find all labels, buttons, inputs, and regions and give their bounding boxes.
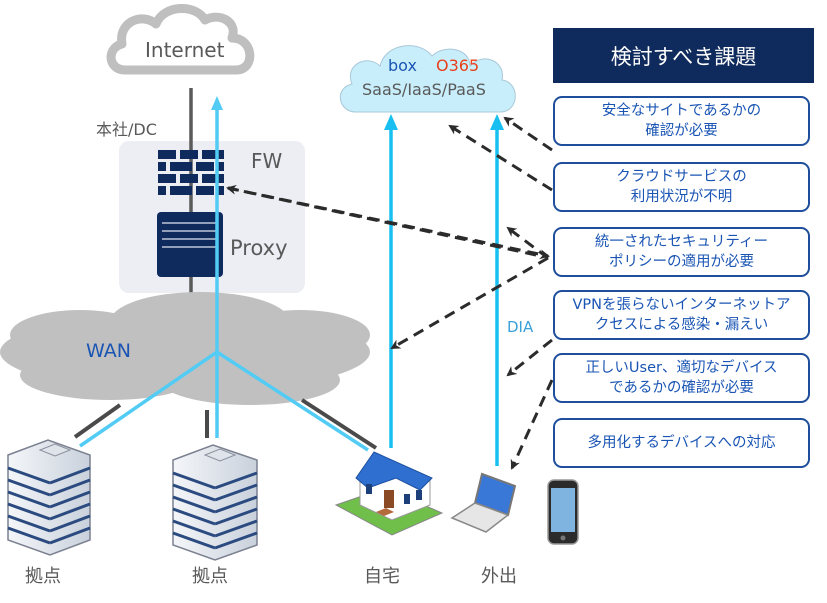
issue-line: 安全なサイトであるかの — [601, 103, 762, 119]
arrowhead-internet — [211, 96, 223, 110]
box-label: box — [388, 56, 417, 75]
internet-label: Internet — [145, 38, 225, 62]
site-label-mobile: 外出 — [481, 566, 517, 587]
site-label-home: 自宅 — [364, 566, 400, 587]
issue-line: 統一されたセキュリティー — [594, 234, 769, 250]
issue-pointer-arrows — [226, 116, 554, 470]
wan-traffic-lines — [79, 105, 369, 452]
issues-title: 検討すべき課題 — [553, 28, 814, 83]
wan-cloud — [0, 292, 370, 405]
issue-line: ポリシーの適用が必要 — [609, 254, 754, 270]
issue-line: VPNを張らないインターネットア — [572, 297, 791, 313]
issue-card-4: VPNを張らないインターネットア クセスによる感染・漏えい — [553, 290, 810, 340]
fw-label: FW — [251, 149, 283, 173]
branch-building-2-icon — [172, 444, 258, 561]
saas-label: SaaS/IaaS/PaaS — [362, 80, 486, 99]
home-house-icon — [334, 451, 444, 536]
issue-card-1: 安全なサイトであるかの 確認が必要 — [553, 96, 810, 146]
arrowhead-mobile — [490, 114, 504, 130]
link-home — [300, 398, 378, 450]
issue-line: 正しいUser、適切なデバイス — [585, 360, 778, 376]
issue-line: であるかの確認が必要 — [609, 380, 754, 396]
issue-card-3: 統一されたセキュリティー ポリシーの適用が必要 — [553, 227, 810, 277]
hq-label: 本社/DC — [96, 120, 157, 139]
link-site1 — [73, 403, 122, 439]
wan-label: WAN — [86, 340, 131, 362]
site-label-branch-1: 拠点 — [25, 566, 61, 587]
smartphone-icon — [547, 479, 579, 545]
issue-line: クラウドサービスの — [616, 169, 747, 185]
saas-cloud — [340, 45, 516, 113]
branch-building-1-icon — [7, 439, 91, 556]
issue-line: 多用化するデバイスへの対応 — [587, 435, 776, 451]
site-label-branch-2: 拠点 — [192, 566, 228, 587]
laptop-icon — [450, 472, 517, 533]
proxy-server-icon — [157, 212, 223, 277]
dia-label: DIA — [507, 318, 534, 336]
proxy-label: Proxy — [230, 236, 288, 260]
issue-card-5: 正しいUser、適切なデバイス であるかの確認が必要 — [553, 353, 810, 403]
firewall-icon — [158, 150, 224, 195]
arrowhead-home — [384, 114, 398, 130]
issue-line: 利用状況が不明 — [630, 189, 733, 205]
internet-cloud — [106, 4, 255, 75]
issue-line: クセスによる感染・漏えい — [594, 317, 769, 333]
issue-line: 確認が必要 — [645, 123, 718, 139]
issue-card-6: 多用化するデバイスへの対応 — [553, 418, 810, 468]
issue-card-2: クラウドサービスの 利用状況が不明 — [553, 162, 810, 212]
o365-label: O365 — [436, 56, 480, 75]
